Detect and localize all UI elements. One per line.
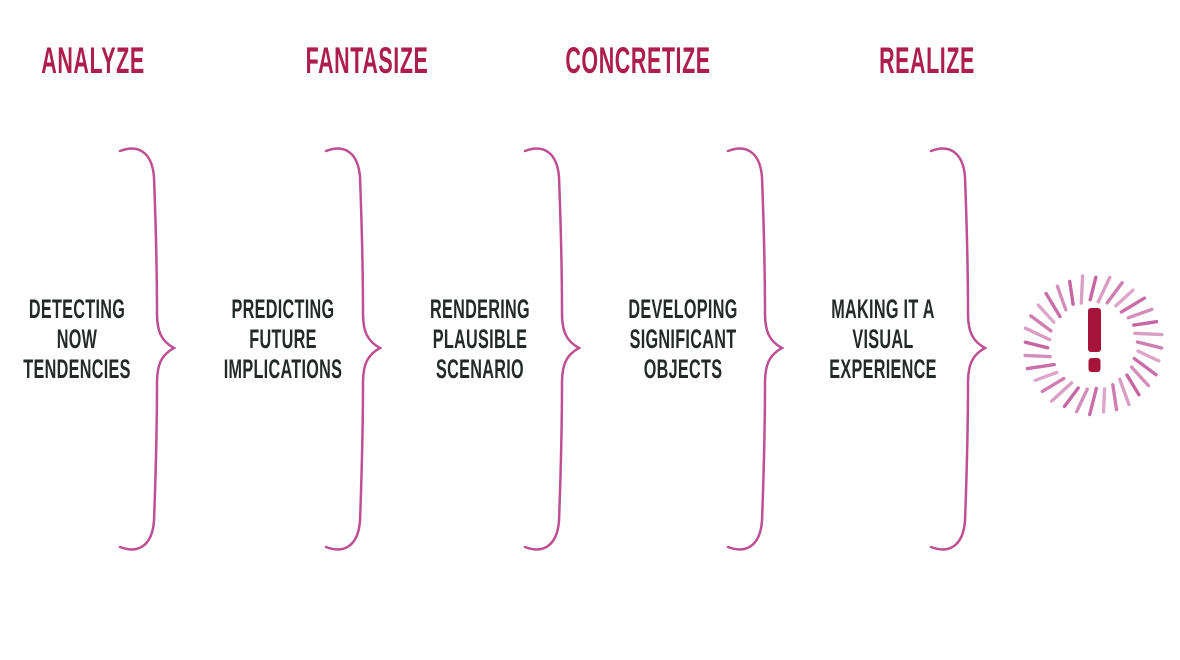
step-predicting-future-implications: PREDICTING FUTURE IMPLICATIONS [211, 294, 355, 384]
burst-dash [1049, 381, 1074, 403]
burst-dash [1135, 340, 1164, 350]
burst-dash [1079, 274, 1085, 305]
step-line: RENDERING [430, 294, 530, 324]
exclamation-bar [1088, 308, 1101, 352]
burst-dash [1119, 296, 1147, 314]
burst-dash [1088, 275, 1098, 302]
burst-dash [1096, 275, 1112, 304]
burst-dash [1074, 387, 1090, 414]
burst-dash [1132, 356, 1158, 377]
burst-dash [1136, 349, 1161, 363]
burst-dash [1062, 386, 1080, 409]
step-line: VISUAL [852, 324, 914, 354]
burst-dash [1025, 362, 1056, 371]
phase-label-fantasize: FANTASIZE [305, 40, 429, 81]
burst-dash [1023, 340, 1050, 350]
burst-dash [1029, 314, 1053, 333]
burst-dash [1023, 353, 1052, 359]
burst-dash [1023, 326, 1052, 342]
step-line: PLAUSIBLE [432, 324, 528, 354]
burst-dash [1105, 281, 1124, 305]
step-line: FUTURE [249, 324, 317, 354]
exclamation-burst-icon: ! [1023, 274, 1164, 417]
burst-dash [1101, 387, 1107, 414]
step-line: SIGNIFICANT [629, 324, 737, 354]
burst-dash [1132, 320, 1159, 327]
burst-dash [1068, 279, 1075, 306]
phase-label-realize: REALIZE [879, 40, 975, 81]
burst-dash [1126, 307, 1154, 320]
curly-brace-icon [929, 147, 987, 551]
step-line: OBJECTS [643, 354, 723, 384]
phase-label-concretize: CONCRETIZE [565, 40, 711, 81]
step-line: DEVELOPING [628, 294, 738, 324]
burst-dash [1129, 365, 1151, 388]
step-line: EXPERIENCE [829, 354, 937, 384]
burst-dash [1087, 386, 1099, 417]
burst-dash [1133, 331, 1164, 337]
curly-brace-icon [726, 147, 784, 551]
step-line: PREDICTING [231, 294, 335, 324]
burst-dash [1044, 291, 1062, 319]
curly-brace-icon [118, 147, 176, 551]
step-rendering-plausible-scenario: RENDERING PLAUSIBLE SCENARIO [408, 294, 552, 384]
burst-dash [1036, 303, 1056, 324]
burst-dash [1114, 288, 1135, 308]
step-detecting-now-tendencies: DETECTING NOW TENDENCIES [5, 294, 149, 384]
step-line: DETECTING [28, 294, 126, 324]
step-making-it-a-visual-experience: MAKING IT A VISUAL EXPERIENCE [811, 294, 955, 384]
step-line: MAKING IT A [831, 294, 935, 324]
step-line: IMPLICATIONS [223, 354, 343, 384]
curly-brace-icon [523, 147, 581, 551]
burst-dash [1040, 376, 1066, 394]
burst-dash [1055, 284, 1068, 312]
burst-dash [1033, 370, 1059, 383]
burst-dash [1118, 377, 1131, 407]
curly-brace-icon [324, 147, 382, 551]
step-line: NOW [56, 324, 98, 354]
burst-dash [1125, 373, 1141, 397]
phase-label-analyze: ANALYZE [41, 40, 145, 81]
exclamation-dot [1088, 358, 1101, 372]
burst-dash [1111, 383, 1119, 412]
step-developing-significant-objects: DEVELOPING SIGNIFICANT OBJECTS [611, 294, 755, 384]
step-line: SCENARIO [436, 354, 524, 384]
step-line: TENDENCIES [23, 354, 131, 384]
